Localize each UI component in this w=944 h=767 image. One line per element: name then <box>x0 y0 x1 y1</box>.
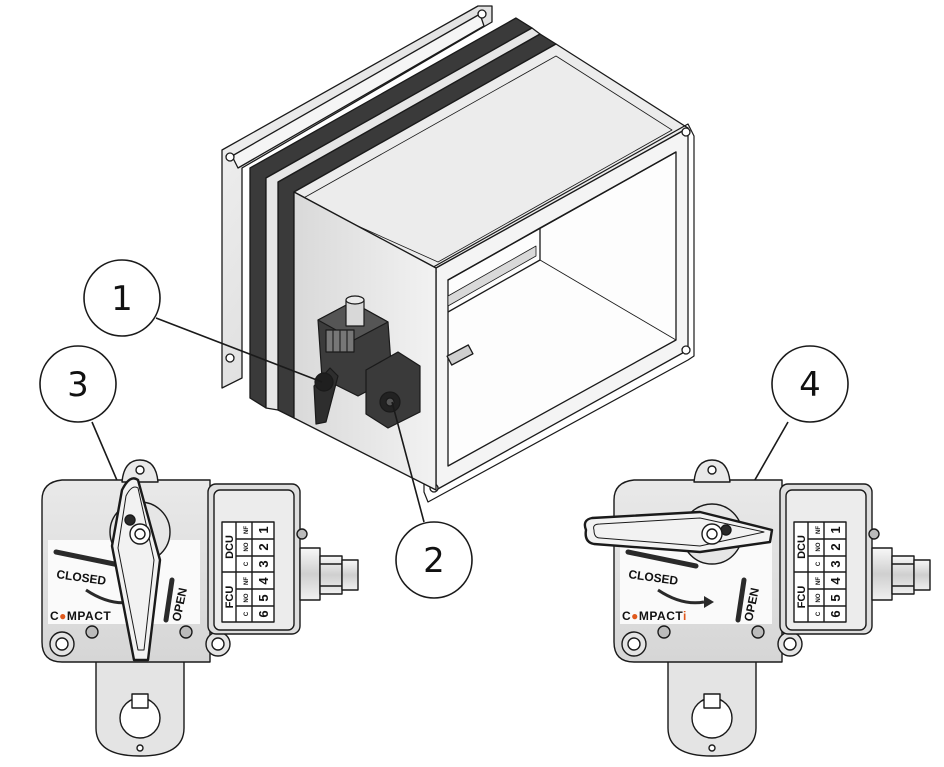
svg-text:DCU: DCU <box>796 535 808 559</box>
svg-text:C: C <box>816 611 822 616</box>
callout-3: 3 <box>39 345 117 423</box>
flange-hole <box>225 152 235 162</box>
svg-text:3: 3 <box>256 560 271 567</box>
svg-text:4: 4 <box>799 365 821 405</box>
lever-hub <box>314 372 334 392</box>
svg-text:5: 5 <box>256 594 271 601</box>
callout-2: 2 <box>395 521 473 599</box>
cable-gland-right <box>871 547 931 601</box>
leader-1 <box>155 317 323 383</box>
svg-text:1: 1 <box>828 526 843 533</box>
svg-text:C●MPACT: C●MPACT <box>50 609 111 623</box>
svg-text:C: C <box>244 611 250 616</box>
svg-text:2: 2 <box>828 543 843 550</box>
actuator-detail-open: FCU DCU C NO NF C NO NF 6 5 4 3 2 1 CLOS… <box>583 459 931 757</box>
svg-text:FCU: FCU <box>224 586 236 609</box>
svg-text:FCU: FCU <box>796 586 808 609</box>
thermal-fuse-box <box>365 351 421 429</box>
damper-blade <box>447 245 537 307</box>
svg-text:3: 3 <box>67 365 89 405</box>
svg-text:OPEN: OPEN <box>169 586 190 622</box>
svg-text:CLOSED: CLOSED <box>56 567 108 588</box>
svg-text:NO: NO <box>816 593 822 602</box>
svg-text:NO: NO <box>244 593 250 602</box>
damper-body <box>221 5 695 503</box>
casing-inner-top <box>447 151 677 281</box>
svg-text:C: C <box>244 561 250 566</box>
terminal-table-left: FCU DCU C NO NF C NO NF 6 5 4 3 2 1 <box>221 521 275 623</box>
svg-text:NF: NF <box>244 526 250 534</box>
callouts: 1 2 3 4 <box>39 259 849 599</box>
flange-hole <box>225 353 235 363</box>
svg-text:3: 3 <box>828 560 843 567</box>
actuator-detail-closed: FCU DCU C NO NF C NO NF 6 5 4 3 2 1 CLOS… <box>41 459 359 757</box>
back-flange-inner <box>231 13 485 169</box>
back-flange <box>221 5 493 389</box>
svg-text:NF: NF <box>816 577 822 585</box>
svg-text:1: 1 <box>256 526 271 533</box>
svg-text:1: 1 <box>111 279 133 319</box>
callout-4: 4 <box>771 345 849 423</box>
svg-text:6: 6 <box>256 610 271 617</box>
svg-text:NF: NF <box>816 526 822 534</box>
cable-gland-left <box>299 547 359 601</box>
svg-text:4: 4 <box>256 577 271 585</box>
flange-hole <box>681 345 691 355</box>
inner-edge <box>539 259 677 341</box>
svg-text:2: 2 <box>256 543 271 550</box>
leader-2 <box>391 401 425 523</box>
flange-hole <box>681 127 691 137</box>
svg-text:NF: NF <box>244 577 250 585</box>
dial-face-right <box>620 540 772 624</box>
svg-text:OPEN: OPEN <box>741 586 762 622</box>
svg-text:2: 2 <box>423 541 445 581</box>
svg-text:6: 6 <box>828 610 843 617</box>
svg-text:NO: NO <box>244 542 250 551</box>
casing-top-rim <box>299 55 673 263</box>
svg-text:C●MPACTi: C●MPACTi <box>622 609 687 623</box>
callout-1: 1 <box>83 259 161 337</box>
side-latch <box>446 344 474 366</box>
svg-text:CLOSED: CLOSED <box>628 567 680 588</box>
svg-text:4: 4 <box>828 577 843 585</box>
svg-text:5: 5 <box>828 594 843 601</box>
svg-text:C: C <box>816 561 822 566</box>
gasket-gap <box>265 27 541 411</box>
flange-hole <box>477 9 487 19</box>
terminal-table-right: FCU DCU C NO NF C NO NF 6 5 4 3 2 1 <box>793 521 847 623</box>
svg-text:DCU: DCU <box>224 535 236 559</box>
svg-text:NO: NO <box>816 542 822 551</box>
